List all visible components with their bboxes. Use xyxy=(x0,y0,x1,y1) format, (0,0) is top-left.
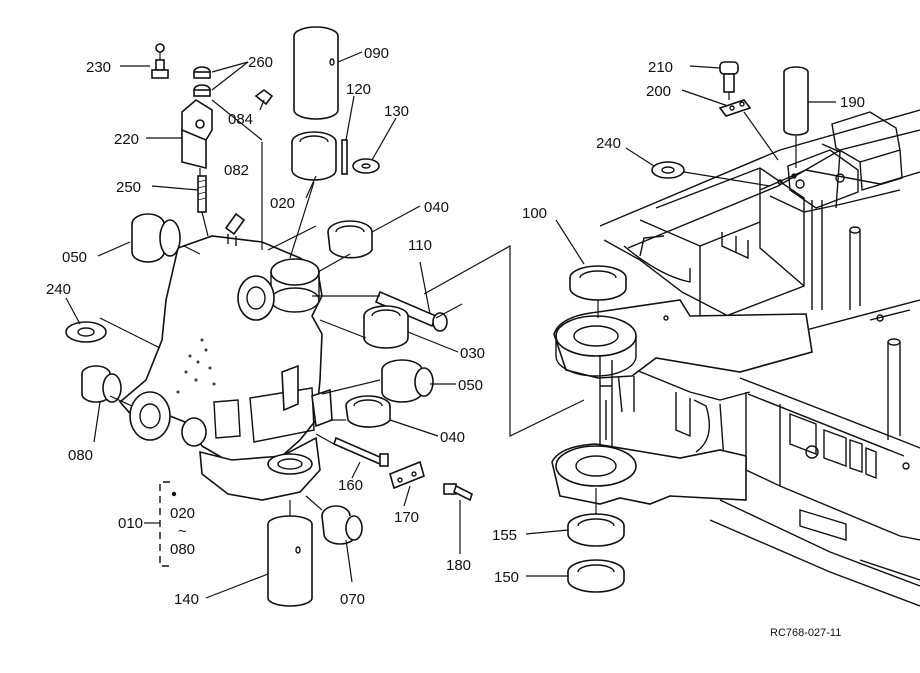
part-120-spring-pin xyxy=(341,139,348,175)
swing-arm xyxy=(551,299,813,505)
label-240-left: 240 xyxy=(46,281,71,298)
main-frame xyxy=(599,109,920,607)
leader-lines-right xyxy=(525,65,836,577)
label-250: 250 xyxy=(116,179,141,196)
part-040-seal-upper xyxy=(327,220,373,259)
part-200-plate xyxy=(718,99,752,117)
label-155: 155 xyxy=(492,527,517,544)
part-240-washer-right xyxy=(651,161,685,179)
part-050-bushing-right xyxy=(381,359,434,403)
label-050-left: 050 xyxy=(62,249,87,266)
label-020: 020 xyxy=(270,195,295,212)
part-240-washer-left xyxy=(65,321,107,343)
reference-code: RC768-027-11 xyxy=(770,627,841,639)
label-080: 080 xyxy=(68,447,93,464)
part-210-bolt xyxy=(719,61,739,93)
part-220-bracket xyxy=(181,99,213,170)
group-marker-dot xyxy=(171,491,177,497)
part-130-washer xyxy=(352,158,380,174)
part-084-plug xyxy=(254,89,274,106)
label-190: 190 xyxy=(840,94,865,111)
leader-lines-left xyxy=(65,51,463,599)
part-155-ring xyxy=(567,513,625,547)
part-180-bolt xyxy=(443,483,473,502)
label-220: 220 xyxy=(114,131,139,148)
label-084: 084 xyxy=(228,111,253,128)
label-100: 100 xyxy=(522,205,547,222)
group-010-bracket xyxy=(159,481,170,567)
part-030-bushing xyxy=(363,305,409,349)
label-200: 200 xyxy=(646,83,671,100)
label-090: 090 xyxy=(364,45,389,62)
part-260-nuts xyxy=(193,66,211,97)
label-130: 130 xyxy=(384,103,409,120)
part-190-pin xyxy=(783,66,809,136)
label-180: 180 xyxy=(446,557,471,574)
label-150: 150 xyxy=(494,569,519,586)
label-030: 030 xyxy=(460,345,485,362)
part-140-pin xyxy=(267,515,313,607)
part-160-pin xyxy=(333,436,389,467)
label-range-symbol: ~ xyxy=(178,523,187,540)
label-040-lower: 040 xyxy=(440,429,465,446)
label-210: 210 xyxy=(648,59,673,76)
label-140: 140 xyxy=(174,591,199,608)
connection-line xyxy=(423,244,585,437)
part-040-seal-lower xyxy=(345,395,391,428)
label-020-range-start: 020 xyxy=(170,505,195,522)
part-100-ring xyxy=(569,265,627,301)
part-230-grease-nipple xyxy=(151,43,169,79)
part-070-bushing xyxy=(321,505,363,545)
part-labels: 230 260 090 084 120 130 220 082 250 020 … xyxy=(46,45,865,639)
part-170-plate xyxy=(389,460,425,490)
label-240-right: 240 xyxy=(596,135,621,152)
swing-bracket-casting xyxy=(118,212,333,501)
label-010: 010 xyxy=(118,515,143,532)
label-080-range-end: 080 xyxy=(170,541,195,558)
part-090-pin xyxy=(293,26,339,120)
label-040-upper: 040 xyxy=(424,199,449,216)
label-170: 170 xyxy=(394,509,419,526)
part-080-bushing xyxy=(81,365,122,403)
label-082: 082 xyxy=(224,162,249,179)
part-250-stud xyxy=(197,175,207,213)
label-120: 120 xyxy=(346,81,371,98)
part-150-ring xyxy=(567,559,625,593)
label-230: 230 xyxy=(86,59,111,76)
label-160: 160 xyxy=(338,477,363,494)
label-050-right: 050 xyxy=(458,377,483,394)
part-020-bushing xyxy=(291,131,337,181)
label-260: 260 xyxy=(248,54,273,71)
label-070: 070 xyxy=(340,591,365,608)
label-110: 110 xyxy=(408,237,432,254)
part-050-bushing-left xyxy=(131,213,181,263)
